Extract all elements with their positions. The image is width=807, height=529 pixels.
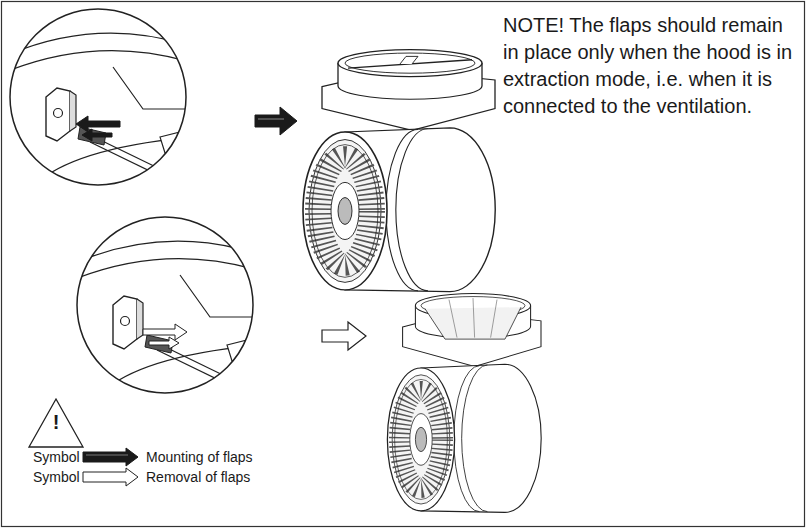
legend-text: Mounting of flaps [146, 449, 296, 465]
mounting-arrow-sample [83, 448, 138, 466]
symbol-label: Symbol [33, 449, 80, 465]
legend-text: Mounting of flaps [146, 449, 253, 465]
symbol-label: Symbol [33, 469, 80, 485]
legend-text: Removal of flaps [146, 469, 250, 485]
symbol-label: Symbol [33, 469, 83, 485]
legend-text: Removal of flaps [146, 469, 296, 485]
symbol-label: Symbol [33, 449, 83, 465]
warning-mark: ! [53, 411, 60, 433]
warning-mark: ! [50, 411, 62, 433]
note-text: NOTE! The flaps should remain in place o… [503, 14, 792, 117]
removal-arrow-sample [83, 468, 138, 486]
note-text: NOTE! The flaps should remain in place o… [503, 12, 801, 120]
